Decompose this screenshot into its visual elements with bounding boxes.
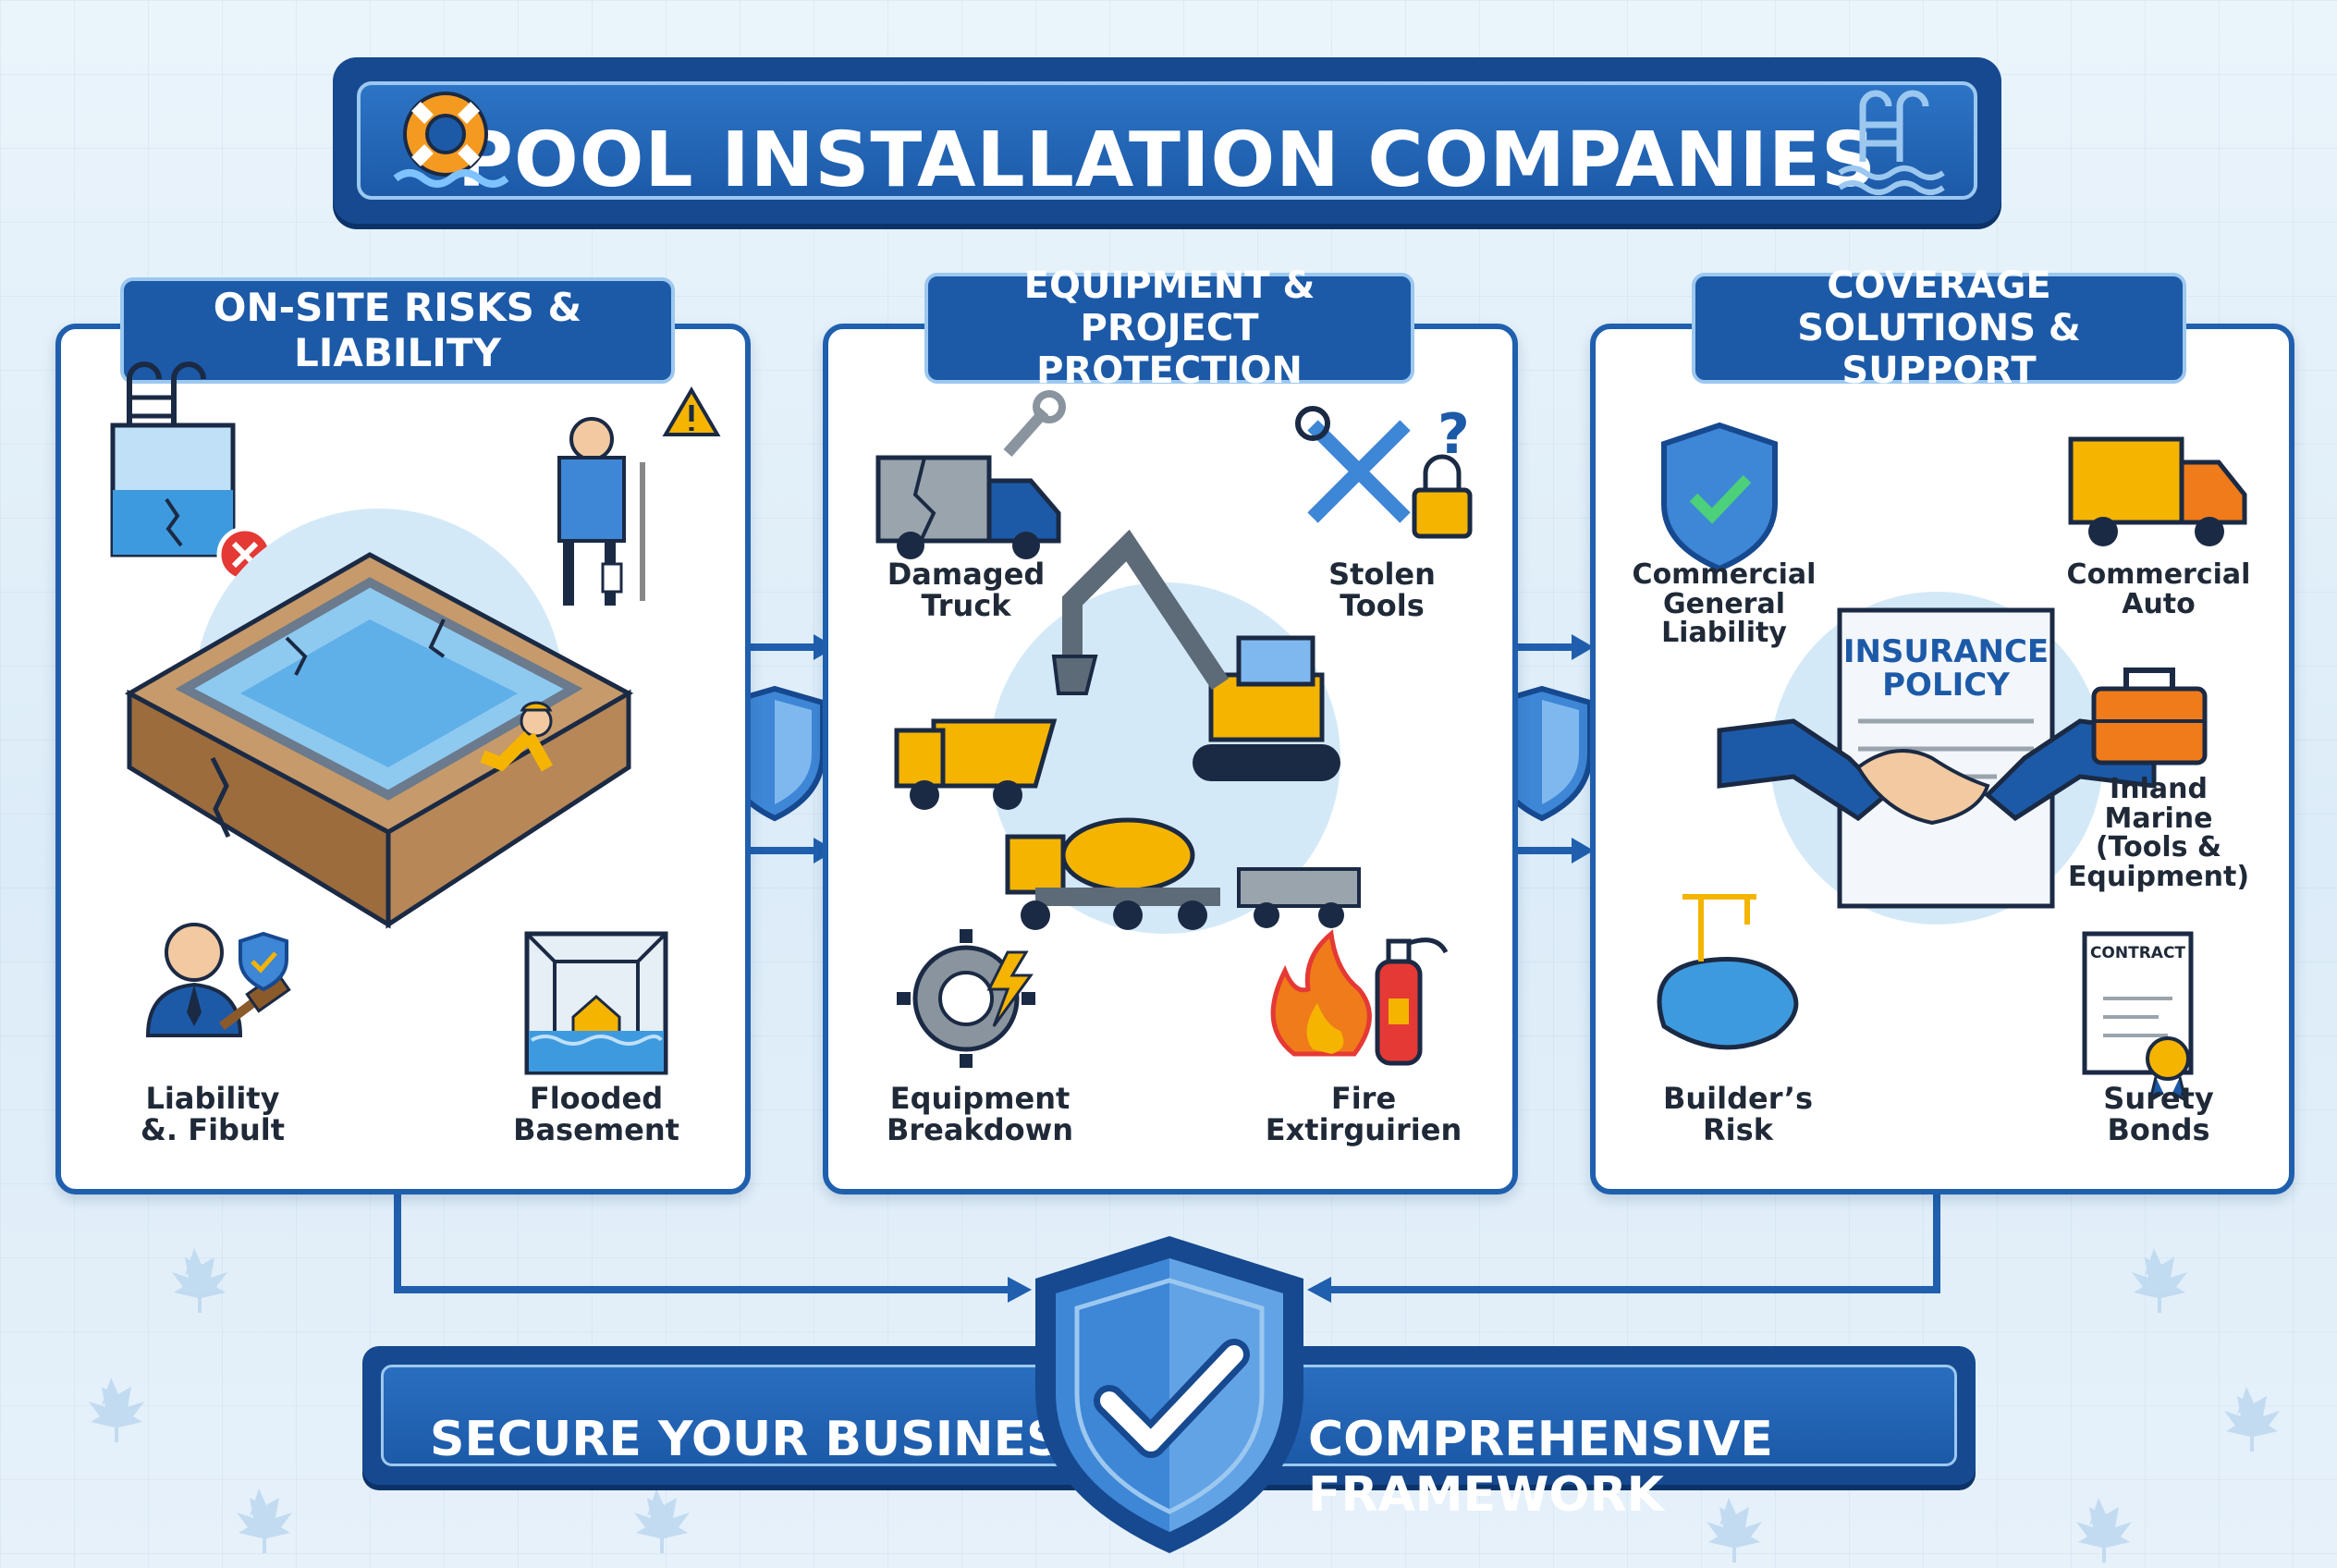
delivery-truck-icon [2068,436,2247,546]
maple-leaf-icon [172,1248,227,1313]
connector-line [394,1188,1008,1293]
item-label: Surety Bonds [2103,1081,2214,1147]
liability-person-icon [145,923,291,1037]
lifebuoy-icon [393,92,509,188]
dump-truck-icon [894,718,1058,810]
concrete-mixer-icon [1005,817,1361,930]
item-label: Equipment Breakdown [887,1081,1073,1147]
injured-worker-icon [557,386,721,606]
panel1-illustrations [110,361,721,1075]
cracked-pool-icon [110,361,274,583]
item-label: Fire Extirguirien [1265,1081,1462,1147]
pool-crane-icon [1657,894,1799,1050]
shield-check-icon [1661,422,1778,572]
arrow-head [1008,1277,1032,1303]
toolbox-icon [2091,668,2208,766]
arrow-head [1572,634,1594,660]
maple-leaf-icon [634,1488,690,1553]
pool-ladder-icon [1838,90,1945,195]
footer-left-text: SECURE YOUR BUSINESS: [430,1412,1113,1467]
page-title: POOL INSTALLATION COMPANIES [457,116,1878,204]
maple-leaf-icon [2132,1248,2187,1313]
maple-leaf-icon [1707,1498,1762,1562]
flooded-basement-icon [524,931,668,1075]
panel-heading: ON-SITE RISKS & LIABILITY [120,277,675,384]
gear-lightning-icon [897,929,1035,1068]
arrow-head [1307,1277,1331,1303]
maple-leaf-icon [237,1488,292,1553]
item-label: Commercial Auto [2066,558,2251,620]
policy-doc-title: INSURANCE POLICY [1842,633,2049,704]
arrow-head [1572,838,1594,864]
fire-extinguisher-icon [1375,937,1449,1066]
svg-text:?: ? [1438,402,1470,467]
item-label: Flooded Basement [513,1081,679,1147]
contract-doc-label: CONTRACT [2089,944,2186,962]
item-label: Inland Marine (Tools & Equipment) [2067,773,2250,893]
panel3-illustrations [1657,422,2247,1104]
title-banner-inner: POOL INSTALLATION COMPANIES [357,81,1977,204]
fire-icon [1270,929,1372,1057]
maple-leaf-icon [2076,1498,2132,1562]
shield-icon [724,685,826,822]
cracked-pool-illustration [124,552,634,929]
item-label: Stolen Tools [1328,557,1436,623]
contract-certificate-icon [2082,931,2194,1104]
footer-right-text: COMPREHENSIVE FRAMEWORK [1308,1412,1773,1523]
maple-leaf-icon [89,1378,144,1442]
excavator-icon [1051,529,1340,781]
handshake-icon [1717,718,2157,826]
stolen-tools-icon: ? [1295,402,1473,539]
connector-line [1331,1188,1940,1293]
damaged-truck-icon [875,390,1066,559]
panel2-illustrations: ? [875,390,1473,1068]
shield-icon [1491,685,1593,822]
item-label: Commercial General Liability [1632,558,1817,649]
title-banner: POOL INSTALLATION COMPANIES [333,57,2001,224]
big-shield-check-icon [1035,1236,1303,1553]
item-label: Liability &. Fibult [141,1081,285,1147]
item-label: Damaged Truck [887,557,1046,623]
item-label: Builder’s Risk [1662,1081,1814,1147]
panel-heading: COVERAGE SOLUTIONS & SUPPORT [1692,264,2186,392]
maple-leaf-icon [2224,1387,2280,1452]
